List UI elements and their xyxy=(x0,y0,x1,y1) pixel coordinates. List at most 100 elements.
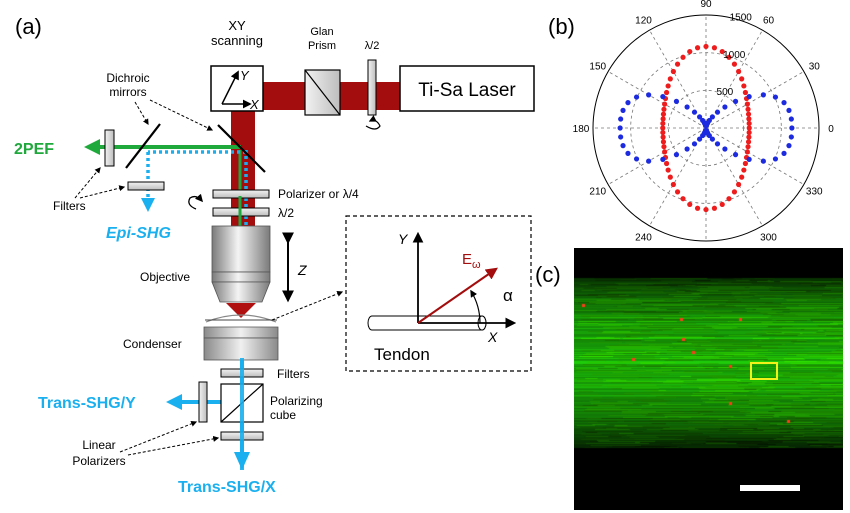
polar-point-red xyxy=(665,83,671,89)
polar-point-red xyxy=(662,101,668,107)
polar-point-red xyxy=(670,68,676,75)
polar-point-red xyxy=(741,167,747,173)
polar-point-red xyxy=(687,48,693,55)
polar-point-red xyxy=(711,205,718,211)
scanner-y-label: Y xyxy=(240,68,250,83)
radial-tick-label: 500 xyxy=(717,87,734,98)
polar-point-red xyxy=(746,134,752,140)
half-wave-top-label: λ/2 xyxy=(365,40,380,52)
condenser-label: Condenser xyxy=(123,337,182,351)
polar-point-blue xyxy=(618,134,624,140)
polar-point-blue xyxy=(691,141,698,147)
polar-point-red xyxy=(660,116,666,122)
polar-point-red xyxy=(674,189,681,195)
polar-spoke xyxy=(649,127,707,227)
polar-point-red xyxy=(745,111,752,117)
linear-polarizers-label: Linear xyxy=(82,438,115,452)
glan-label: Glan xyxy=(310,26,333,38)
polar-point-red xyxy=(660,111,667,117)
linear-pointer-2 xyxy=(127,435,220,456)
polar-point-blue xyxy=(746,94,752,100)
angle-tick-label: 30 xyxy=(809,62,821,73)
polar-spoke xyxy=(607,127,707,185)
polar-point-blue xyxy=(684,104,690,110)
polar-point-red xyxy=(680,54,686,60)
condenser xyxy=(203,326,279,361)
polar-point-blue xyxy=(618,116,624,122)
panel-label-c: (c) xyxy=(535,262,561,287)
polar-point-blue xyxy=(696,136,703,142)
linear-polarizer-y xyxy=(198,381,208,423)
polar-point-blue xyxy=(646,158,652,164)
polar-point-red xyxy=(660,134,666,140)
inset-y-axis-label: Y xyxy=(398,231,409,247)
polar-point-blue xyxy=(714,141,721,147)
angle-label: α xyxy=(503,286,513,305)
polar-point-red xyxy=(670,181,676,188)
polar-point-blue xyxy=(772,94,779,100)
polar-point-blue xyxy=(746,156,752,162)
radial-tick-label: 1500 xyxy=(730,13,753,24)
panel-label-b: (b) xyxy=(548,14,575,39)
polar-point-blue xyxy=(620,107,626,113)
angle-tick-label: 120 xyxy=(635,16,652,27)
polarizer-label: Polarizer or λ/4 xyxy=(278,187,359,201)
polar-point-blue xyxy=(633,156,640,162)
polar-plot: 5001000150003060901201501802102402703003… xyxy=(573,0,835,260)
polar-point-blue xyxy=(732,152,739,158)
angle-tick-label: 330 xyxy=(806,187,823,198)
polar-spoke xyxy=(705,127,805,185)
objective-label: Objective xyxy=(140,270,190,284)
linear-polarizers-label-2: Polarizers xyxy=(72,454,125,468)
polar-point-blue xyxy=(722,104,728,110)
polar-point-red xyxy=(660,125,666,131)
angle-tick-label: 240 xyxy=(635,232,652,243)
polar-point-red xyxy=(744,149,750,155)
dichroic-mirror-main xyxy=(217,124,266,173)
angle-tick-label: 210 xyxy=(589,187,606,198)
filters-pointer-2 xyxy=(79,185,126,199)
polar-point-blue xyxy=(709,136,716,142)
polar-spoke xyxy=(607,71,707,129)
polar-point-red xyxy=(746,120,752,127)
polarizing-cube-label: Polarizing xyxy=(270,394,323,408)
dichroic-mirror-left xyxy=(125,123,161,169)
dichroic-pointer-1 xyxy=(134,101,149,126)
polar-point-blue xyxy=(700,117,706,124)
polar-point-red xyxy=(745,144,751,150)
epi-shg-label: Epi-SHG xyxy=(106,225,171,242)
angle-tick-label: 60 xyxy=(763,16,775,27)
polar-point-red xyxy=(694,45,701,51)
polar-point-red xyxy=(736,68,742,75)
polar-point-red xyxy=(665,167,671,173)
dichroic-label-2: mirrors xyxy=(109,85,146,99)
polar-point-red xyxy=(680,196,686,202)
polar-point-blue xyxy=(781,150,787,156)
polar-point-blue xyxy=(706,132,712,139)
polar-spoke xyxy=(705,127,763,227)
polar-point-blue xyxy=(772,156,779,162)
polar-point-blue xyxy=(660,156,666,162)
polar-point-blue xyxy=(788,134,794,140)
e-field-label: Eω xyxy=(462,251,481,271)
polar-point-blue xyxy=(684,146,690,152)
xy-scanning-label-2: scanning xyxy=(211,33,263,48)
polar-spoke xyxy=(649,29,707,129)
objective-lens xyxy=(211,225,271,318)
polar-point-red xyxy=(661,144,667,150)
polar-point-blue xyxy=(673,98,680,104)
polar-point-blue xyxy=(709,114,716,120)
microscopy-image xyxy=(574,248,843,510)
glan-prism xyxy=(304,69,341,116)
linear-pointer-1 xyxy=(119,420,198,453)
polar-point-red xyxy=(726,54,732,60)
polar-point-blue xyxy=(620,143,626,149)
polar-point-red xyxy=(674,61,681,67)
shg-image-canvas xyxy=(574,248,843,510)
trans-shg-y-label: Trans-SHG/Y xyxy=(38,395,136,412)
polar-point-red xyxy=(726,196,732,202)
angle-tick-label: 90 xyxy=(700,0,712,10)
polar-point-red xyxy=(745,139,752,145)
polar-point-red xyxy=(742,89,749,96)
scanner-x-label: X xyxy=(249,97,260,112)
